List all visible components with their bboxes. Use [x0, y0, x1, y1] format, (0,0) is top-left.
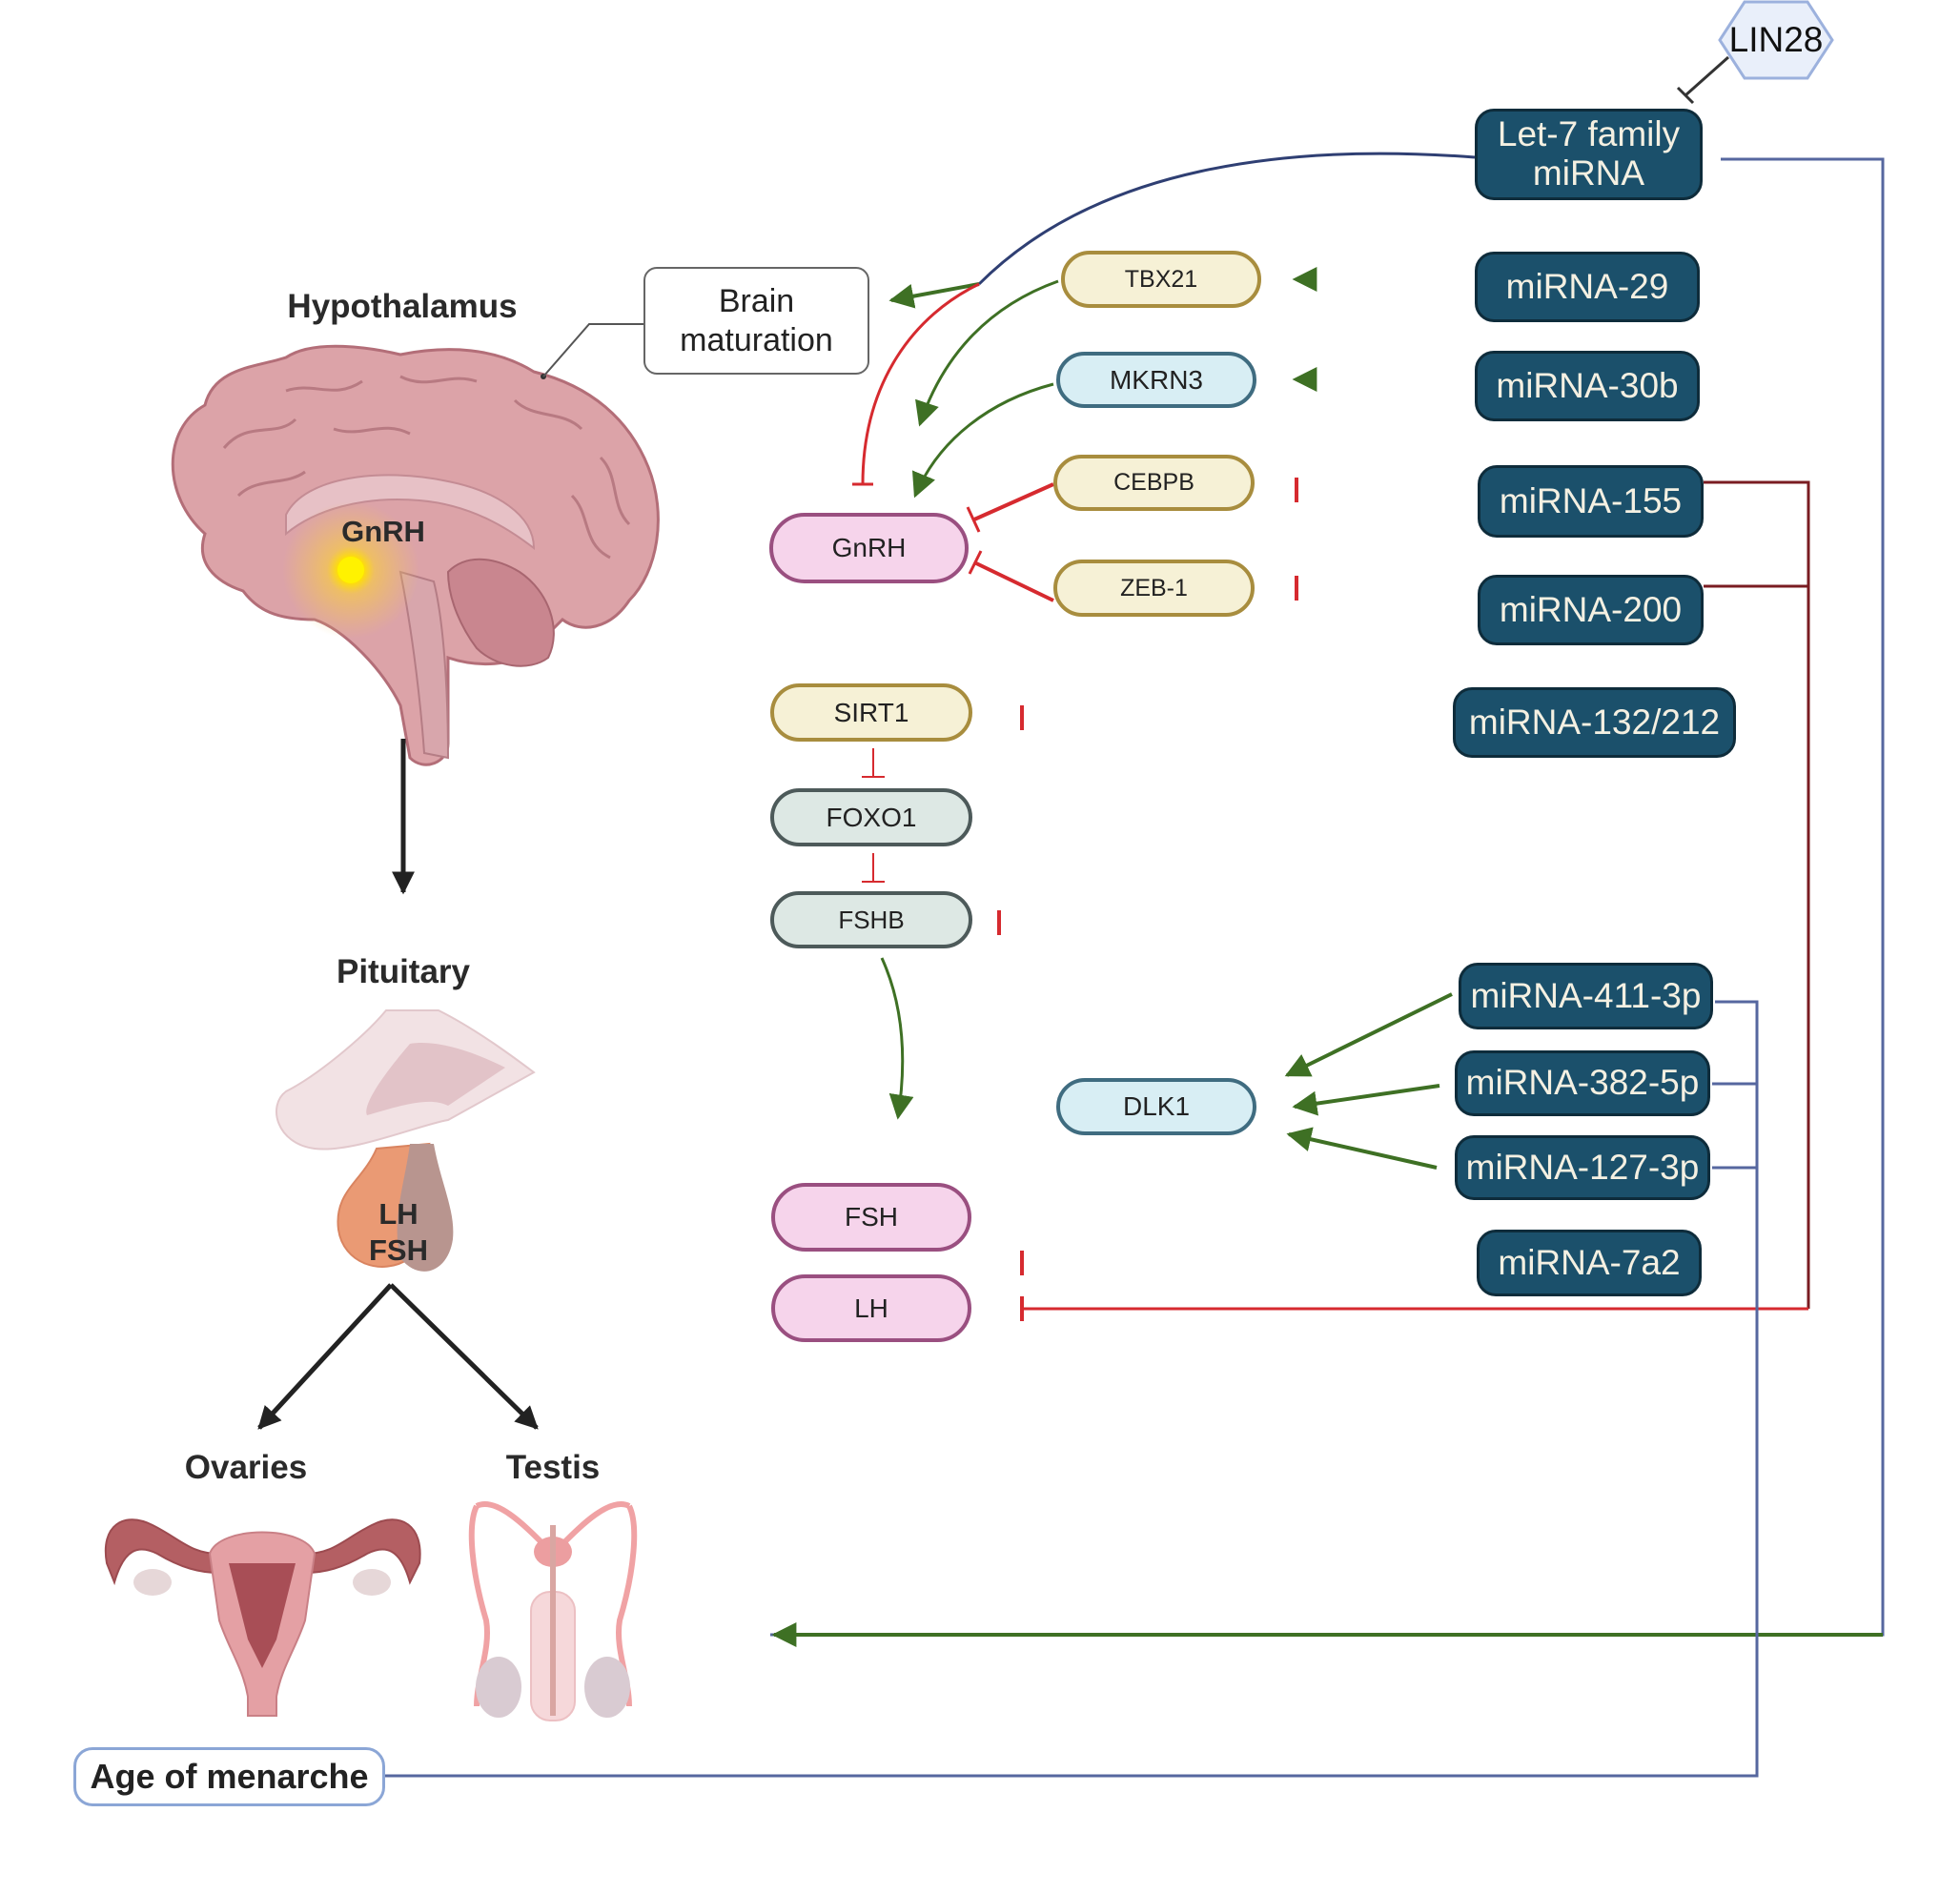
node-zeb1: ZEB-1: [1053, 560, 1255, 617]
pituitary-to-testis-arrow: [389, 1283, 539, 1430]
node-cebpb: CEBPB: [1053, 455, 1255, 511]
mkrn3-to-gnrh-arrow: [912, 382, 1054, 499]
hypothalamus-label: Hypothalamus: [287, 288, 518, 325]
mirna-let7: Let-7 family miRNA: [1475, 109, 1703, 200]
pituitary-lh-label: LH: [378, 1197, 419, 1231]
mirna-127-3p: miRNA-127-3p: [1455, 1135, 1710, 1200]
mirna-29: miRNA-29: [1475, 252, 1700, 322]
mir411-to-dlk1-arrow: [1284, 992, 1453, 1077]
brain-maturation-line2: maturation: [680, 321, 833, 358]
node-sirt1: SIRT1: [770, 683, 972, 742]
cebpb-inhibit-gnrh: [973, 482, 1054, 521]
pituitary-to-ovaries-arrow: [257, 1283, 393, 1430]
node-tbx21: TBX21: [1061, 251, 1261, 308]
mirna-7a2: miRNA-7a2: [1477, 1230, 1702, 1296]
pituitary-illustration: [276, 1009, 536, 1272]
let7-line2: miRNA: [1532, 153, 1645, 193]
node-dlk1: DLK1: [1056, 1078, 1256, 1135]
mirna-30b: miRNA-30b: [1475, 351, 1700, 421]
mir127-to-dlk1-arrow: [1286, 1127, 1438, 1170]
testis-label: Testis: [505, 1449, 601, 1486]
brain-maturation-box: Brain maturation: [643, 267, 869, 375]
node-lh: LH: [771, 1274, 971, 1342]
fshb-to-fsh-arrow: [880, 957, 914, 1120]
brain-gnrh-label: GnRH: [341, 515, 425, 548]
mirna-200: miRNA-200: [1478, 575, 1704, 645]
lin28-inhibit-line: [1684, 55, 1729, 97]
node-fsh: FSH: [771, 1183, 971, 1252]
let7-arc: [977, 152, 1476, 286]
mir155-200-bracket: [1704, 480, 1810, 1309]
let7-inhibit-gnrh: [861, 282, 980, 485]
mirna-382-5p: miRNA-382-5p: [1455, 1050, 1710, 1116]
pituitary-fsh-label: FSH: [369, 1233, 428, 1267]
ovaries-label: Ovaries: [184, 1449, 308, 1486]
age-of-menarche-box: Age of menarche: [73, 1747, 385, 1806]
lin28-hexagon: [1718, 0, 1834, 80]
mirna-132-212: miRNA-132/212: [1453, 687, 1736, 758]
let7-line1: Let-7 family: [1497, 114, 1681, 154]
node-mkrn3: MKRN3: [1056, 352, 1256, 408]
testis-illustration: [468, 1501, 638, 1721]
node-foxo1: FOXO1: [770, 788, 972, 846]
lin28-label: LIN28: [1728, 20, 1824, 59]
let7-to-brain-maturation-arrow: [888, 282, 980, 309]
brain-illustration: [171, 323, 660, 766]
brain-maturation-line1: Brain: [718, 282, 795, 319]
mirna-155: miRNA-155: [1478, 465, 1704, 538]
tbx21-to-gnrh-arrow: [915, 279, 1059, 427]
pituitary-label: Pituitary: [336, 953, 471, 990]
mir382-to-dlk1-arrow: [1292, 1084, 1440, 1116]
node-gnrh: GnRH: [769, 513, 969, 583]
uterus-illustration: [104, 1518, 421, 1717]
zeb1-inhibit-gnrh: [973, 560, 1054, 602]
mirna-411-3p: miRNA-411-3p: [1459, 963, 1713, 1029]
dlk1-mirnas-to-menarche-link: [385, 1000, 1759, 1778]
node-fshb: FSHB: [770, 891, 972, 948]
